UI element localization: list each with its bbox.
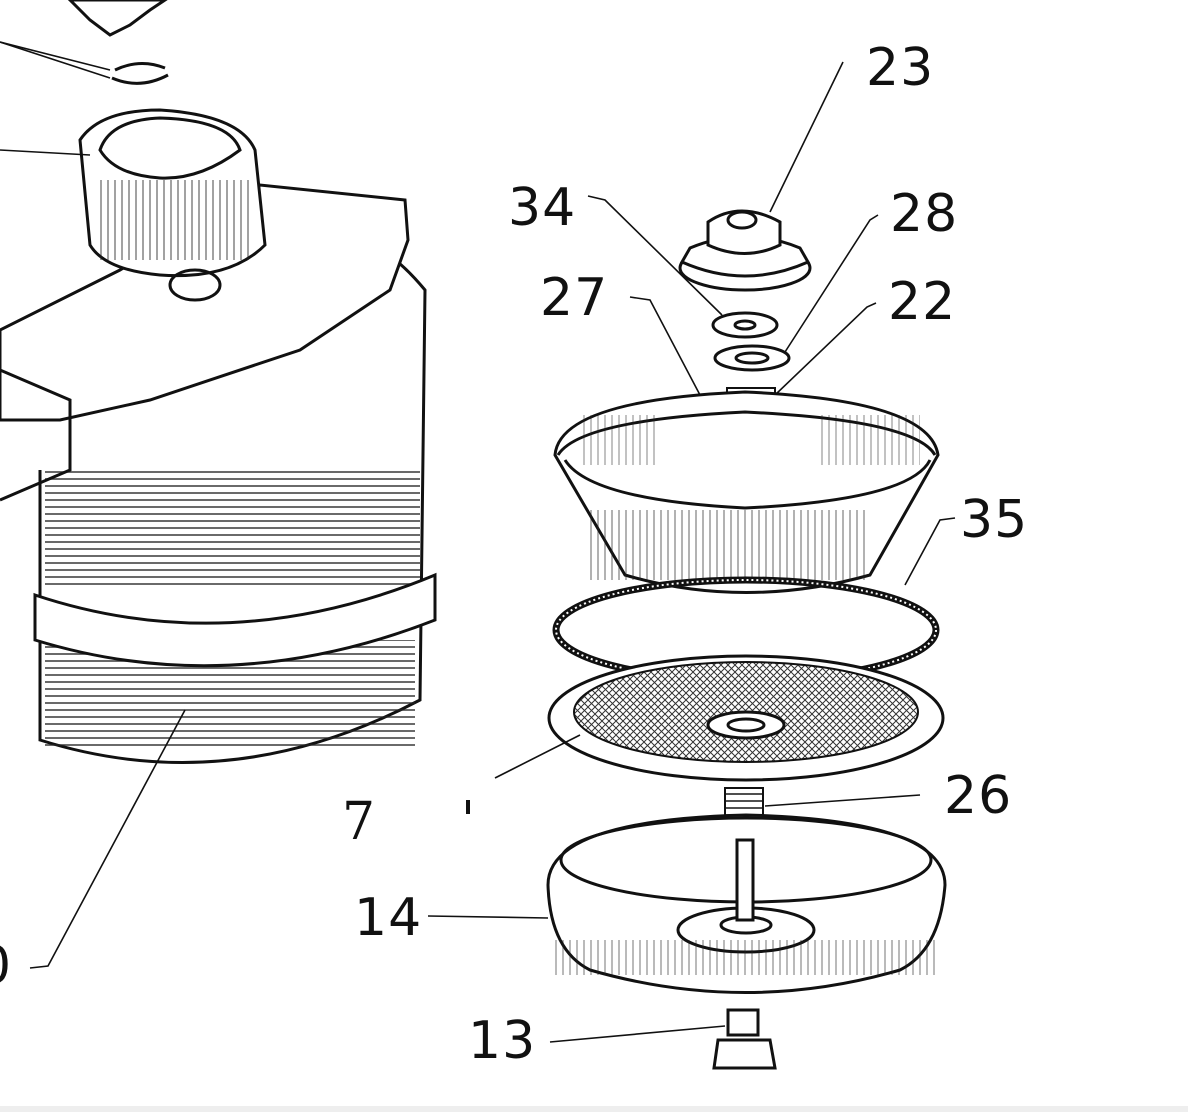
label-cut-off: 0 bbox=[0, 940, 12, 992]
label-23: 23 bbox=[866, 38, 935, 98]
label-28: 28 bbox=[890, 184, 959, 244]
label-35: 35 bbox=[960, 490, 1029, 550]
part-34-washer bbox=[587, 195, 779, 339]
part-27-bowl bbox=[553, 296, 940, 594]
label-26: 26 bbox=[944, 766, 1013, 826]
label-13: 13 bbox=[468, 1011, 537, 1071]
filter-housing bbox=[0, 0, 437, 969]
part-28-washer bbox=[713, 214, 879, 372]
label-22: 22 bbox=[888, 272, 957, 332]
label-7: 7 bbox=[342, 792, 377, 852]
part-13-nut bbox=[549, 1008, 777, 1070]
label-27: 27 bbox=[540, 268, 609, 328]
part-14-base bbox=[427, 813, 947, 994]
part-7-screen bbox=[466, 654, 945, 814]
label-34: 34 bbox=[508, 178, 577, 238]
part-23-cap bbox=[678, 61, 844, 292]
label-14: 14 bbox=[354, 888, 423, 948]
bottom-edge bbox=[0, 1106, 1188, 1112]
